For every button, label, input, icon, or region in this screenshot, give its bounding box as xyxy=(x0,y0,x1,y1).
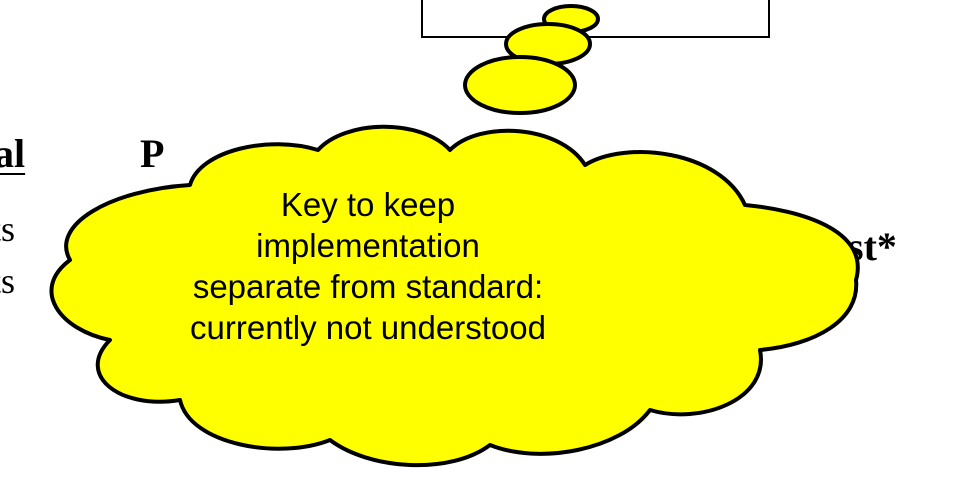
callout-text: Key to keep implementation separate from… xyxy=(190,186,546,346)
cloud-body xyxy=(49,124,860,468)
slide-body-line-1: ts xyxy=(0,209,16,249)
slide-body-line-2: ts xyxy=(0,261,16,301)
slide-heading-right: P xyxy=(140,131,165,176)
thought-bubble-large xyxy=(463,55,577,115)
slide-heading-left: al xyxy=(0,131,26,176)
